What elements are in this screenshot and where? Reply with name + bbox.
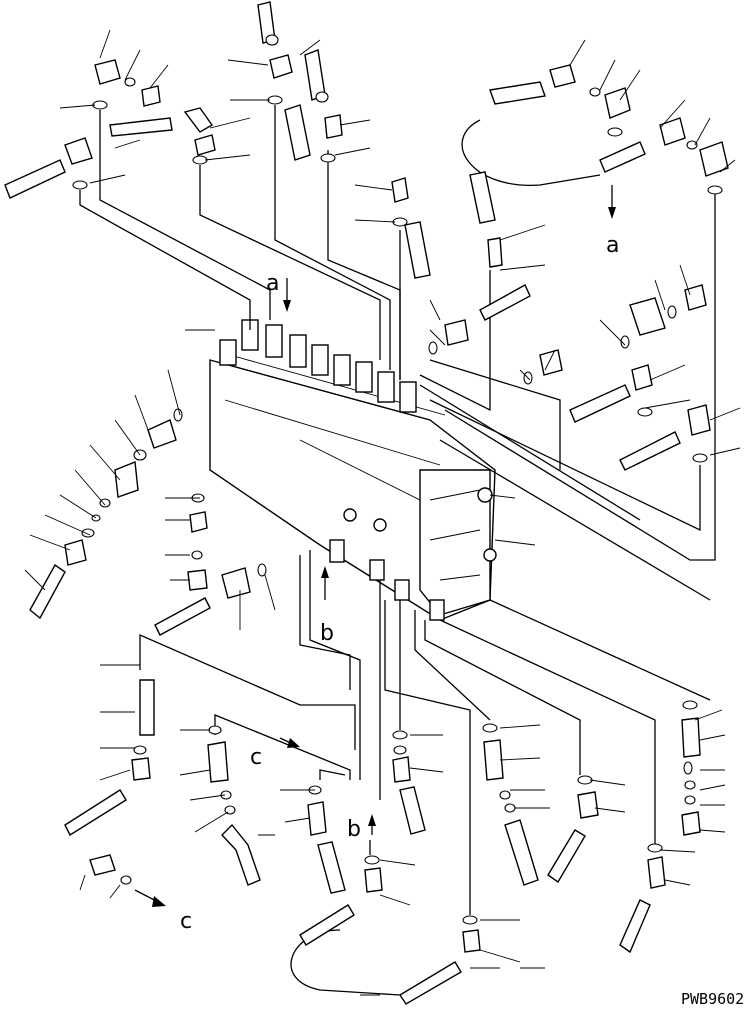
view-marker-a-top: a xyxy=(266,271,279,296)
view-marker-c-mid: c xyxy=(250,745,262,770)
fittings-right xyxy=(569,284,711,954)
view-marker-b-mid: b xyxy=(320,621,334,646)
view-marker-a-right: a xyxy=(606,233,619,258)
routing-lines xyxy=(79,105,716,996)
view-marker-b-low: b xyxy=(347,817,361,842)
callout-leaders xyxy=(24,29,741,996)
view-marker-c-low: c xyxy=(180,909,192,934)
fittings-lower xyxy=(299,723,599,1005)
control-valve-assembly xyxy=(209,319,497,621)
view-arrows xyxy=(134,185,616,907)
drawing-code: PWB9602 xyxy=(681,990,744,1008)
